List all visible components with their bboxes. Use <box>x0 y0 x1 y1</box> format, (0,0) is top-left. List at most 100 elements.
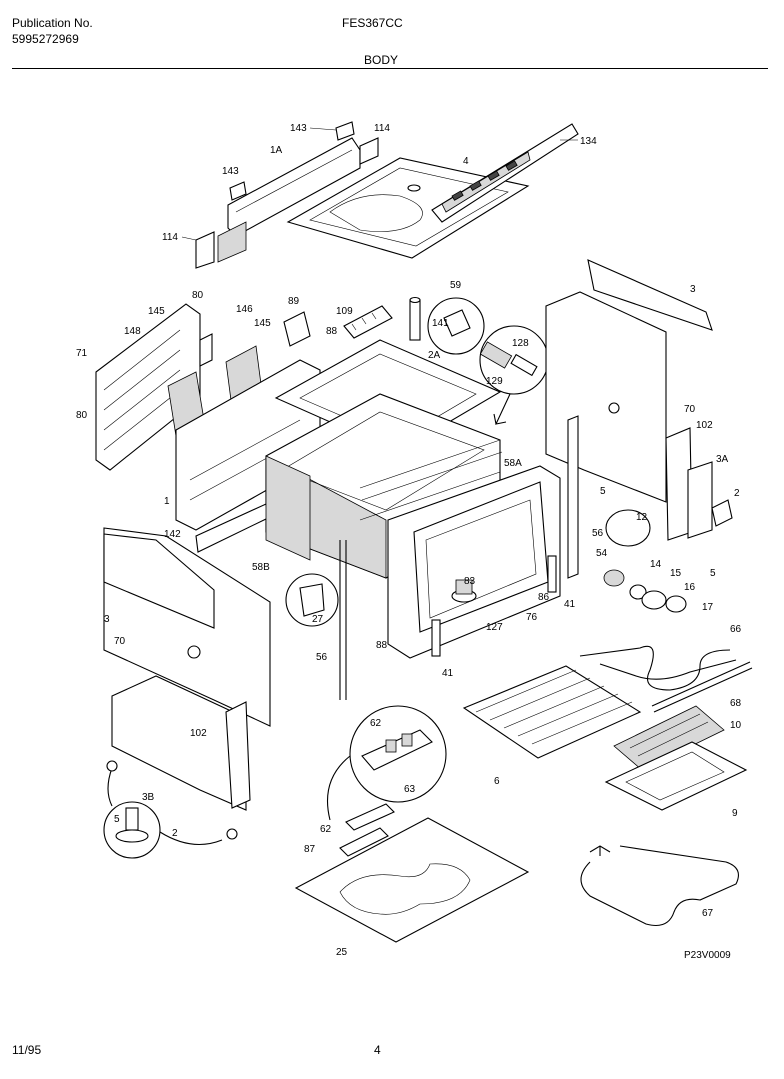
light-assembly-12 <box>603 509 687 613</box>
broil-element-67 <box>580 845 739 927</box>
callout-5: 5 <box>600 486 606 497</box>
callout-102: 102 <box>696 420 713 431</box>
terminal-block-109 <box>343 305 393 339</box>
callout-114: 114 <box>374 123 390 134</box>
callout-25: 25 <box>336 947 348 958</box>
callout-12: 12 <box>636 512 648 523</box>
insulation-58b <box>265 455 311 561</box>
callout-5: 5 <box>114 814 120 825</box>
callout-16: 16 <box>684 582 696 593</box>
callout-9: 9 <box>732 808 738 819</box>
terminal-62 <box>345 803 395 831</box>
callout-2: 2 <box>172 828 178 839</box>
callout-2a: 2A <box>428 350 441 361</box>
callout-1: 1 <box>164 496 170 507</box>
model-number: FES367CC <box>342 16 403 30</box>
side-trim-102 <box>665 427 713 541</box>
callout-146: 146 <box>236 304 253 315</box>
callout-3b: 3B <box>142 792 155 803</box>
callout-15: 15 <box>670 568 682 579</box>
callout-67: 67 <box>702 908 714 919</box>
callout-142: 142 <box>164 529 181 540</box>
rack-support-68 <box>651 661 753 713</box>
callout-62: 62 <box>320 824 332 835</box>
callout-27: 27 <box>312 614 324 625</box>
callout-58a: 58A <box>504 458 522 469</box>
broil-rack-trim-56 <box>567 415 579 579</box>
callout-109: 109 <box>336 306 353 317</box>
callout-143: 143 <box>222 166 239 177</box>
broil-grid-10 <box>613 705 725 771</box>
light-socket-83 <box>451 579 477 603</box>
callout-41: 41 <box>442 668 454 679</box>
callout-10: 10 <box>730 720 742 731</box>
footer-page-number: 4 <box>374 1043 381 1057</box>
control-panel-134 <box>431 123 579 223</box>
callout-54: 54 <box>596 548 608 559</box>
footer-date: 11/95 <box>12 1043 42 1057</box>
bottom-panel-25 <box>294 817 530 943</box>
callout-87: 87 <box>304 844 316 855</box>
callout-145: 145 <box>254 318 271 329</box>
callout-63: 63 <box>404 784 416 795</box>
callout-71: 71 <box>76 348 88 359</box>
detail-circle-141 <box>427 297 485 355</box>
callout-3a: 3A <box>716 454 729 465</box>
callout-141: 141 <box>432 318 449 329</box>
callout-68: 68 <box>730 698 742 709</box>
lower-back-102 <box>111 675 251 811</box>
callout-17: 17 <box>702 602 714 613</box>
callout-129: 129 <box>486 376 503 387</box>
callout-88: 88 <box>376 640 388 651</box>
publication-label: Publication No. <box>12 16 93 30</box>
detail-circle-128 <box>479 325 549 425</box>
callout-143: 143 <box>290 123 307 134</box>
callout-58b: 58B <box>252 562 270 573</box>
callout-80: 80 <box>192 290 204 301</box>
capacitor-59 <box>409 296 421 341</box>
callout-3: 3 <box>104 614 110 625</box>
leveler-bracket-2 <box>711 499 733 527</box>
callout-145: 145 <box>148 306 165 317</box>
bracket-143 <box>229 121 355 201</box>
callout-148: 148 <box>124 326 141 337</box>
callout-14: 14 <box>650 559 662 570</box>
callout-88: 88 <box>326 326 338 337</box>
callout-3: 3 <box>690 284 696 295</box>
callout-4: 4 <box>463 156 469 167</box>
callout-62: 62 <box>370 718 382 729</box>
callout-70: 70 <box>684 404 696 415</box>
rear-panel-1a <box>217 137 361 263</box>
callout-80: 80 <box>76 410 88 421</box>
hinge-41 <box>431 555 557 657</box>
callout-128: 128 <box>512 338 529 349</box>
callout-59: 59 <box>450 280 462 291</box>
leveling-foot-detail-5 <box>103 767 223 859</box>
detail-circle-27 <box>285 573 339 627</box>
outer-side-panel-3 <box>103 527 271 727</box>
callout-56: 56 <box>592 528 604 539</box>
door-frame-76 <box>387 465 561 659</box>
cooktop-4 <box>286 157 530 259</box>
callout-2: 2 <box>734 488 740 499</box>
wire-56 <box>339 540 347 700</box>
detail-circle-62 <box>326 705 447 821</box>
oven-rack-6 <box>462 665 642 759</box>
broil-pan-9 <box>604 741 748 811</box>
callout-83: 83 <box>464 576 476 587</box>
callout-86: 86 <box>538 592 550 603</box>
bake-element-66 <box>579 645 737 691</box>
callout-70: 70 <box>114 636 126 647</box>
callout-56: 56 <box>316 652 328 663</box>
callout-76: 76 <box>526 612 538 623</box>
switch-89 <box>283 311 311 347</box>
callout-1a: 1A <box>270 145 283 156</box>
callout-127: 127 <box>486 622 503 633</box>
rack-supports-58a <box>359 439 503 521</box>
callout-102: 102 <box>190 728 207 739</box>
callout-labels: 143 114 134 1A 4 143 114 80 146 145 145 … <box>76 123 742 961</box>
feet <box>106 760 238 840</box>
callout-41: 41 <box>564 599 576 610</box>
callout-6: 6 <box>494 776 500 787</box>
